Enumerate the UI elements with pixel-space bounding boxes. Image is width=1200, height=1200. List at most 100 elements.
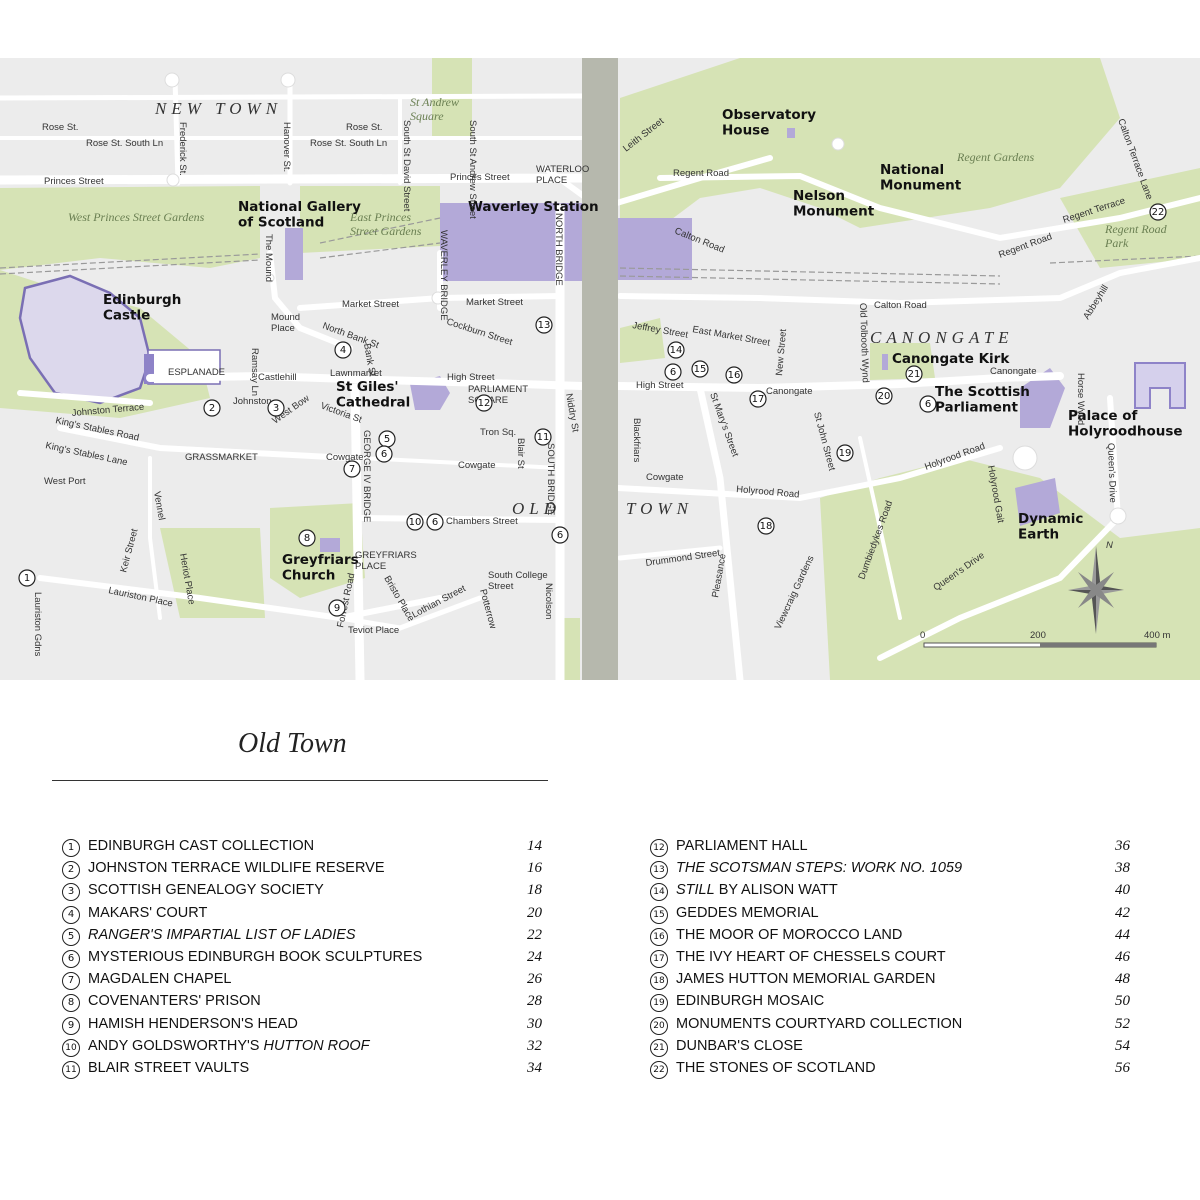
- svg-text:WAVERLEY BRIDGE: WAVERLEY BRIDGE: [438, 230, 449, 321]
- landmark-label: Canongate Kirk: [892, 351, 1010, 367]
- index-page-number: 54: [1115, 1037, 1130, 1054]
- marker-5[interactable]: 5: [378, 430, 396, 448]
- svg-text:Ramsay Ln: Ramsay Ln: [249, 348, 260, 396]
- index-label: JOHNSTON TERRACE WILDLIFE RESERVE: [88, 860, 385, 877]
- index-page-number: 50: [1115, 993, 1130, 1010]
- marker-21[interactable]: 21: [905, 365, 923, 383]
- index-label: THE MOOR OF MOROCCO LAND: [676, 926, 903, 943]
- svg-text:9: 9: [334, 603, 340, 614]
- marker-6[interactable]: 6: [919, 395, 937, 413]
- index-number-badge: 4: [62, 905, 80, 924]
- svg-text:Rose St.: Rose St.: [346, 122, 382, 133]
- svg-text:6: 6: [557, 530, 563, 541]
- svg-text:15: 15: [694, 364, 707, 375]
- index-number-badge: 8: [62, 994, 80, 1013]
- svg-text:6: 6: [381, 449, 387, 460]
- svg-text:West Port: West Port: [44, 476, 86, 487]
- index-label: DUNBAR'S CLOSE: [676, 1037, 803, 1054]
- marker-14[interactable]: 14: [667, 341, 685, 359]
- index-page-number: 30: [527, 1015, 542, 1032]
- marker-9[interactable]: 9: [328, 599, 346, 617]
- marker-6[interactable]: 6: [426, 513, 444, 531]
- index-label: SCOTTISH GENEALOGY SOCIETY: [88, 882, 324, 899]
- landmark-label: St Giles'Cathedral: [336, 379, 410, 411]
- marker-4[interactable]: 4: [334, 341, 352, 359]
- svg-text:4: 4: [340, 345, 346, 356]
- title-divider: [52, 780, 548, 781]
- index-label: MAGDALEN CHAPEL: [88, 971, 232, 988]
- svg-text:Princes Street: Princes Street: [44, 176, 104, 187]
- marker-11[interactable]: 11: [534, 428, 552, 446]
- index-label: PARLIAMENT HALL: [676, 838, 808, 854]
- svg-text:Princes Street: Princes Street: [450, 172, 510, 183]
- svg-text:Canongate: Canongate: [990, 366, 1036, 377]
- marker-3[interactable]: 3: [267, 399, 285, 417]
- marker-10[interactable]: 10: [406, 513, 424, 531]
- marker-17[interactable]: 17: [749, 390, 767, 408]
- marker-12[interactable]: 12: [475, 394, 493, 412]
- marker-15[interactable]: 15: [691, 360, 709, 378]
- marker-6[interactable]: 6: [375, 445, 393, 463]
- marker-6[interactable]: 6: [664, 363, 682, 381]
- svg-text:Johnston: Johnston: [233, 396, 272, 407]
- svg-text:High Street: High Street: [636, 380, 684, 391]
- index-page-number: 26: [527, 971, 542, 988]
- index-label: JAMES HUTTON MEMORIAL GARDEN: [676, 971, 936, 988]
- index-label: THE SCOTSMAN STEPS: WORK NO. 1059: [676, 860, 963, 877]
- index-page-number: 28: [527, 993, 542, 1010]
- svg-text:Lawnmarket: Lawnmarket: [330, 368, 382, 379]
- marker-16[interactable]: 16: [725, 366, 743, 384]
- index-label: EDINBURGH CAST COLLECTION: [88, 838, 315, 854]
- index-number-badge: 17: [650, 949, 668, 968]
- index-page-number: 46: [1115, 948, 1130, 965]
- index-label-text: ANDY GOLDSWORTHY'S: [88, 1037, 264, 1054]
- marker-7[interactable]: 7: [343, 460, 361, 478]
- svg-text:22: 22: [1152, 207, 1165, 218]
- index-number-badge: 3: [62, 883, 80, 902]
- svg-text:Blackfriars: Blackfriars: [631, 418, 642, 463]
- marker-18[interactable]: 18: [757, 517, 775, 535]
- index-number-badge: 5: [62, 927, 80, 946]
- marker-1[interactable]: 1: [18, 569, 36, 587]
- marker-13[interactable]: 13: [535, 316, 553, 334]
- marker-2[interactable]: 2: [203, 399, 221, 417]
- district-label: OLD: [512, 499, 561, 518]
- svg-text:Cowgate: Cowgate: [326, 452, 364, 463]
- marker-22[interactable]: 22: [1149, 203, 1167, 221]
- marker-20[interactable]: 20: [875, 387, 893, 405]
- marker-8[interactable]: 8: [298, 529, 316, 547]
- marker-6[interactable]: 6: [551, 526, 569, 544]
- svg-text:Cowgate: Cowgate: [646, 472, 684, 483]
- svg-text:16: 16: [728, 370, 741, 381]
- svg-text:SOUTH BRIDGE: SOUTH BRIDGE: [545, 443, 556, 515]
- marker-19[interactable]: 19: [836, 444, 854, 462]
